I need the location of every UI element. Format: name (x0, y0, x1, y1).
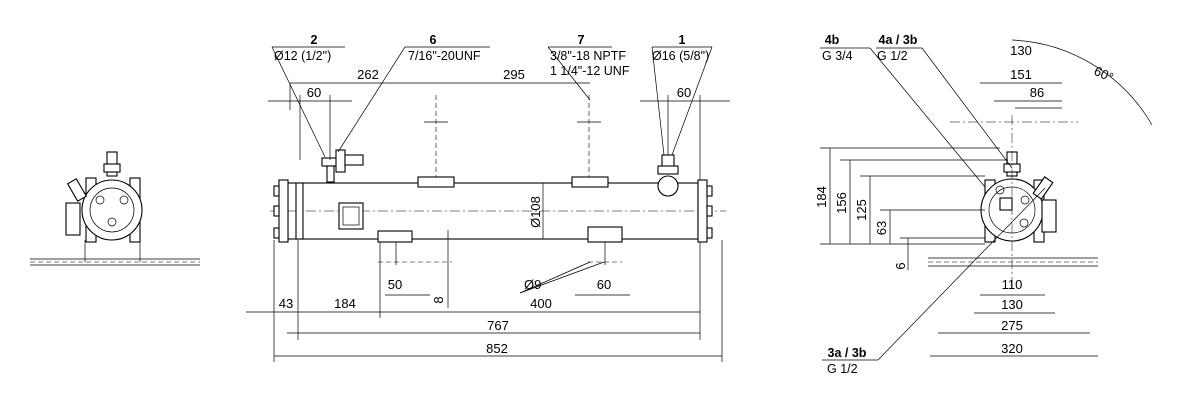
spec-6: 7/16"-20UNF (408, 49, 481, 63)
dim-110: 110 (1002, 277, 1023, 292)
dim-184: 184 (334, 296, 356, 311)
dim-400: 400 (530, 296, 552, 311)
dim-156: 156 (834, 192, 849, 214)
ref-1: 1 (679, 33, 686, 47)
ref-2: 2 (311, 33, 318, 47)
dim-852: 852 (486, 341, 508, 356)
end-view (820, 39, 1153, 361)
dim-6: 6 (893, 262, 908, 269)
dim-63: 63 (874, 221, 889, 235)
dim-125: 125 (854, 199, 869, 221)
dim-295: 295 (503, 67, 525, 82)
spec-7a: 3/8"-18 NPTF (550, 49, 626, 63)
spec-1: Ø16 (5/8") (652, 49, 709, 63)
dim-320: 320 (1001, 341, 1023, 356)
side-view (246, 46, 730, 362)
dim-151: 151 (1010, 67, 1032, 82)
dim-dia108: Ø108 (528, 196, 543, 228)
spec-2: Ø12 (1/2") (274, 49, 331, 63)
spec-7b: 1 1/4"-12 UNF (550, 64, 630, 78)
dim-130: 130 (1001, 297, 1023, 312)
spec-3a-3b: G 1/2 (827, 362, 858, 376)
dim-50: 50 (388, 277, 402, 292)
ref-6: 6 (430, 33, 437, 47)
dim-60-right: 60 (677, 85, 691, 100)
spec-4b: G 3/4 (822, 49, 853, 63)
dim-60-bottom: 60 (597, 277, 611, 292)
dim-262: 262 (357, 67, 379, 82)
dim-184-end: 184 (814, 186, 829, 208)
dim-8: 8 (431, 296, 446, 303)
dim-86: 86 (1030, 85, 1044, 100)
dim-130-top: 130 (1010, 43, 1032, 58)
spec-4a-3b: G 1/2 (877, 49, 908, 63)
ref-4b: 4b (825, 33, 840, 47)
ref-7: 7 (578, 33, 585, 47)
ref-3a-3b: 3a / 3b (828, 346, 867, 360)
thumbnail-end-view (30, 151, 200, 266)
ref-4a-3b: 4a / 3b (879, 33, 918, 47)
dim-275: 275 (1001, 318, 1023, 333)
dim-43: 43 (279, 296, 293, 311)
dim-dia9: Ø9 (524, 277, 541, 292)
dim-767: 767 (487, 318, 509, 333)
dim-60-left: 60 (307, 85, 321, 100)
